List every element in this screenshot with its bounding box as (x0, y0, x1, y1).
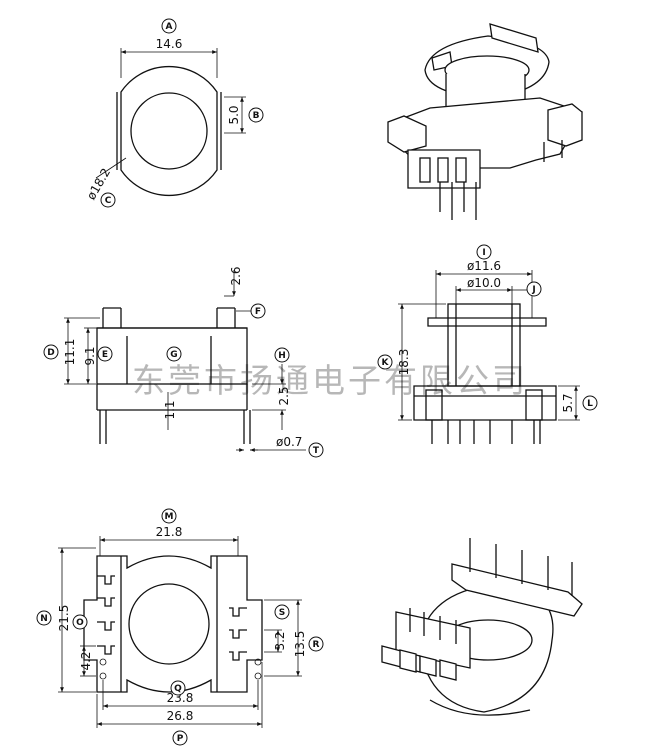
callout-s-label: S (279, 608, 285, 618)
callout-k-label: K (382, 358, 390, 368)
front-view: 2.6 F 11.1 D 9.1 E G 1.1 2.5 H ø0.7 T (43, 266, 324, 458)
callout-d-label: D (47, 348, 54, 358)
callout-b (248, 107, 264, 123)
dim-r: 13.5 (293, 631, 307, 658)
callout-m (161, 508, 177, 524)
callout-l-label: L (587, 399, 593, 409)
callout-p (172, 730, 188, 746)
callout-e-label: E (102, 350, 108, 360)
dim-p: 26.8 (167, 709, 194, 723)
callout-e (97, 346, 113, 362)
callout-j-label: J (531, 285, 535, 295)
callout-i (476, 244, 492, 260)
callout-s (274, 604, 290, 620)
dim-o: 4.2 (79, 651, 93, 670)
callout-f (250, 303, 266, 319)
callout-d (43, 344, 59, 360)
dim-b: 5.0 (227, 105, 241, 124)
dim-j: ø10.0 (467, 276, 501, 290)
callout-q (170, 680, 186, 696)
callout-c (100, 192, 116, 208)
dim-a: 14.6 (156, 37, 183, 51)
watermark-text: 东莞市扬通电子有限公司 (132, 361, 528, 400)
callout-j (526, 281, 542, 297)
callout-t (308, 442, 324, 458)
dim-s: 3.2 (273, 631, 287, 650)
callout-g-label: G (170, 350, 177, 360)
callout-a-label: A (166, 22, 173, 32)
callout-h (274, 347, 290, 363)
dim-i: ø11.6 (467, 259, 501, 273)
dim-e: 9.1 (83, 346, 97, 365)
callout-o-label: O (76, 618, 84, 628)
callout-l (582, 395, 598, 411)
callout-b-label: B (253, 111, 260, 121)
dim-n: 21.5 (57, 605, 71, 632)
callout-n (36, 610, 52, 626)
bottom-view: 21.8 M 21.5 N 4.2 O 3.2 S 13.5 R 23.8 Q (36, 508, 324, 746)
dim-h: 2.5 (277, 386, 291, 405)
dim-k: 18.3 (397, 349, 411, 376)
callout-r-label: R (313, 640, 320, 650)
dim-t: ø0.7 (276, 435, 302, 449)
side-view: ø11.6 I ø10.0 J 18.3 K 5.7 L (377, 244, 598, 444)
top-view: 14.6 A 5.0 B ø18.2 C (84, 18, 264, 208)
callout-k (377, 354, 393, 370)
callout-g (166, 346, 182, 362)
dim-f: 2.6 (229, 266, 243, 285)
callout-m-label: M (165, 512, 174, 522)
callout-i-label: I (482, 248, 485, 258)
callout-n-label: N (40, 614, 48, 624)
dim-d: 11.1 (63, 339, 77, 366)
callout-q-label: Q (174, 684, 182, 694)
isometric-view-bottom (381, 538, 583, 716)
callout-f-label: F (255, 307, 261, 317)
callout-a (161, 18, 177, 34)
callout-r (308, 636, 324, 652)
callout-p-label: P (177, 734, 184, 744)
isometric-view-top (387, 23, 583, 220)
dim-l: 5.7 (561, 393, 575, 412)
callout-c-label: C (105, 196, 112, 206)
dim-g: 1.1 (163, 400, 177, 419)
callout-h-label: H (278, 351, 286, 361)
callout-t-label: T (313, 446, 320, 456)
callout-o (72, 614, 88, 630)
dim-m: 21.8 (156, 525, 183, 539)
dim-q: 23.8 (167, 691, 194, 705)
